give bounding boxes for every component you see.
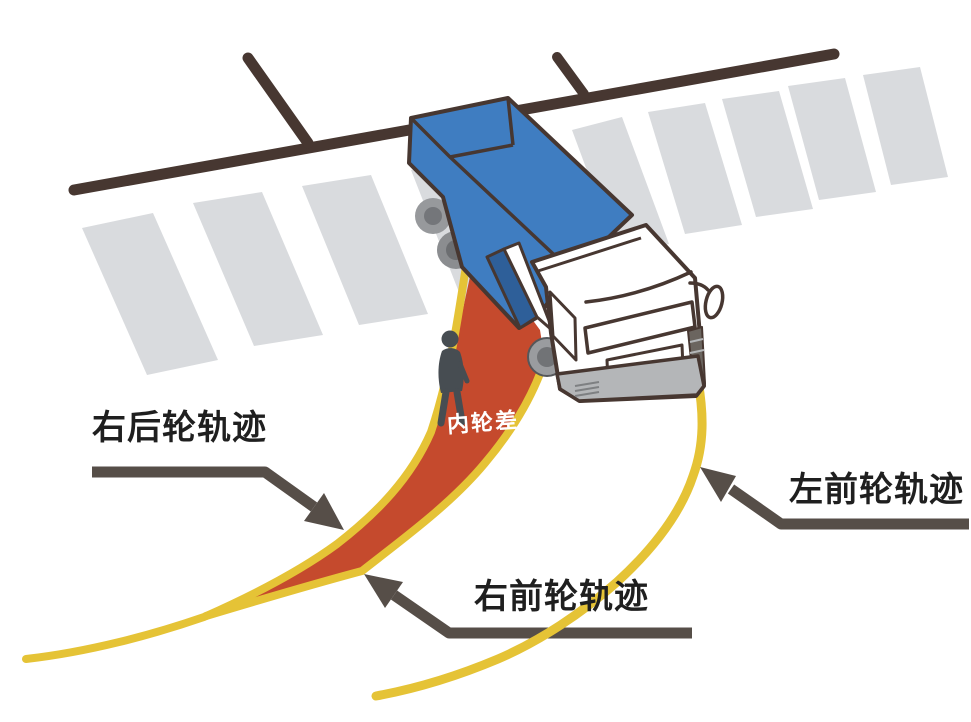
hub — [424, 207, 442, 225]
crosswalk-stripe — [302, 175, 428, 325]
arrow-shaft — [727, 484, 969, 530]
road-branch-line — [552, 52, 589, 99]
road-branch-line — [242, 52, 314, 149]
rear-wheel — [415, 198, 451, 234]
cargo-bed-edges — [409, 97, 634, 274]
pedestrian-arm — [457, 361, 470, 384]
crosswalk-stripe — [82, 213, 218, 375]
truck — [407, 96, 725, 403]
right-front-track-arrow — [364, 574, 692, 639]
pedestrian-leg — [453, 388, 466, 426]
label-inner-wheel-difference: 内轮差 — [446, 407, 520, 438]
arrowhead — [364, 574, 403, 608]
bumper-vents — [574, 381, 600, 397]
crosswalk-stripe — [722, 91, 813, 217]
left-front-wheel-track-curve — [371, 365, 707, 701]
arrowhead — [700, 467, 736, 502]
pedestrian-leg — [437, 388, 450, 427]
label-right-front-wheel-track: 右前轮轨迹 — [474, 578, 649, 616]
pedestrian-head — [441, 330, 459, 348]
hub — [537, 347, 557, 367]
right-front-wheel-track-curve — [202, 356, 549, 620]
arrowhead — [304, 493, 344, 530]
side-window — [548, 290, 578, 362]
roof-crease-line — [537, 236, 642, 273]
crosswalk-stripe — [788, 78, 876, 200]
side-mirror — [703, 284, 725, 320]
left-front-track-arrow — [700, 467, 969, 530]
pedestrian-body — [438, 348, 464, 393]
bumper — [555, 354, 706, 403]
grille-slot — [583, 300, 697, 355]
arrow-shaft — [390, 590, 692, 639]
cab-corner-panel-lines — [689, 338, 705, 354]
label-left-front-wheel-track: 左前轮轨迹 — [789, 471, 964, 509]
crosswalk-stripe — [193, 192, 323, 346]
crosswalk-stripe — [863, 67, 948, 185]
arrow-shaft — [92, 466, 318, 512]
crosswalk-stripe — [648, 103, 742, 234]
label-right-rear-wheel-track: 右后轮轨迹 — [92, 409, 267, 447]
pedestrian — [437, 330, 470, 427]
mirror-arm — [688, 281, 710, 292]
windshield-line — [584, 270, 693, 304]
crosswalk-stripe — [572, 117, 669, 257]
right-rear-track-arrow — [92, 466, 344, 530]
